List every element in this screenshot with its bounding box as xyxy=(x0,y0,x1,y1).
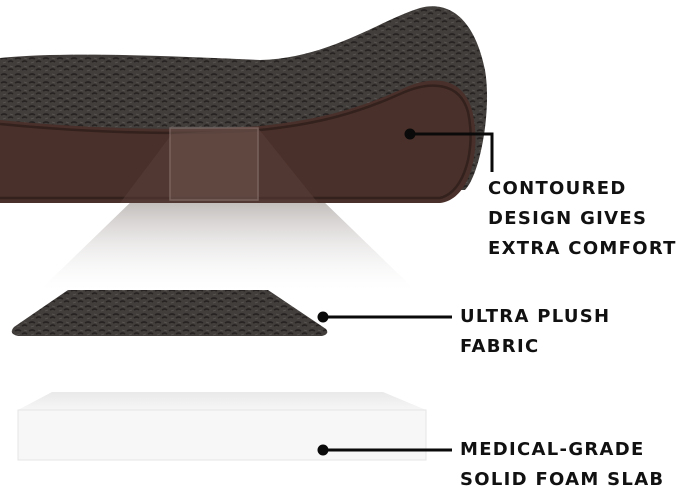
label-line: FABRIC xyxy=(460,336,540,357)
callout-dot-contoured xyxy=(404,128,416,140)
label-line: DESIGN GIVES xyxy=(488,208,648,229)
fabric-slab xyxy=(11,290,328,336)
label-line: SOLID FOAM SLAB xyxy=(460,469,665,490)
callout-dot-foam xyxy=(317,444,329,456)
label-line: ULTRA PLUSH xyxy=(460,306,611,327)
contoured-bed xyxy=(0,6,488,203)
zoom-beam xyxy=(40,198,415,290)
foam-slab xyxy=(17,392,427,461)
callout-label-ultra-plush-fabric: ULTRA PLUSH FABRIC xyxy=(460,302,610,362)
callout-lines xyxy=(323,132,494,452)
label-line: MEDICAL-GRADE xyxy=(460,439,645,460)
label-line: CONTOURED xyxy=(488,178,627,199)
callout-label-contoured-design: CONTOURED DESIGN GIVES EXTRA COMFORT xyxy=(488,174,677,264)
callout-dot-fabric xyxy=(317,311,329,323)
label-line: EXTRA COMFORT xyxy=(488,238,677,259)
callout-label-foam-slab: MEDICAL-GRADE SOLID FOAM SLAB xyxy=(460,435,664,495)
